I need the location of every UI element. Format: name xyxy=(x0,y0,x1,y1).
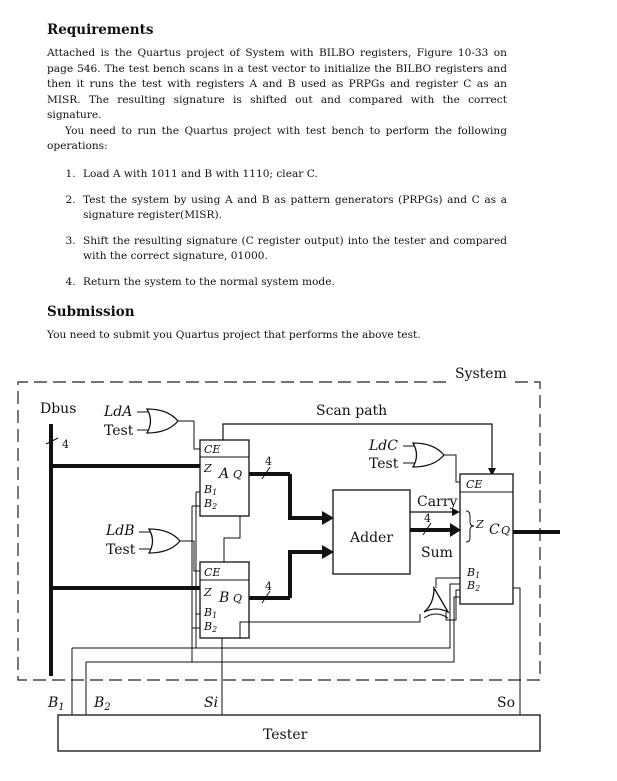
scan-path-line xyxy=(222,423,493,472)
or-gate-c xyxy=(411,442,445,468)
register-c xyxy=(459,473,514,605)
sum-label: Sum xyxy=(421,545,453,561)
tester-block xyxy=(57,714,541,752)
submission-text: You need to submit you Quartus project t… xyxy=(47,328,421,341)
requirements-heading: Requirements xyxy=(47,22,154,38)
reg-b-b2-sub: 2 xyxy=(211,625,217,634)
lda-label: LdA xyxy=(103,404,132,420)
svg-text:B2: B2 xyxy=(466,579,480,593)
reg-a-b2-sub: 2 xyxy=(211,502,217,511)
dbus-label: Dbus xyxy=(40,401,76,417)
reg-b-b1: B xyxy=(203,606,212,619)
adder-label: Adder xyxy=(349,530,393,546)
or-gate-a xyxy=(145,408,179,434)
reg-a-b1-sub: 1 xyxy=(212,488,217,497)
b2-label-sub: 2 xyxy=(103,702,110,713)
requirements-paragraph-2: You need to run the Quartus project with… xyxy=(47,124,507,153)
operation-item: Test the system by using A and B as patt… xyxy=(79,193,507,223)
b-width: 4 xyxy=(265,580,272,593)
scan-path-label: Scan path xyxy=(316,403,387,419)
carry-label: Carry xyxy=(417,494,457,510)
reg-b-b1-sub: 1 xyxy=(212,611,217,620)
arrow-sum xyxy=(450,523,461,537)
b1-label-sub: 1 xyxy=(58,702,64,713)
reg-c-b1-sub: 1 xyxy=(475,571,480,580)
operation-item: Shift the resulting signature (C registe… xyxy=(79,234,507,264)
svg-text:B2: B2 xyxy=(203,497,217,511)
tester-label: Tester xyxy=(263,727,308,743)
operations-list: Load A with 1011 and B with 1110; clear … xyxy=(47,167,507,290)
xor-gate xyxy=(423,585,450,614)
system-boundary xyxy=(17,381,541,681)
svg-text:B1: B1 xyxy=(466,566,480,580)
reg-b-name: B xyxy=(218,590,229,606)
reg-a-q: Q xyxy=(233,468,242,481)
svg-text:B1: B1 xyxy=(47,695,65,713)
system-label: System xyxy=(455,366,507,382)
b1-label: B xyxy=(47,695,58,711)
reg-b-ce: CE xyxy=(204,566,220,579)
test-label-b: Test xyxy=(106,542,136,558)
si-label: Si xyxy=(204,695,218,711)
operation-item: Return the system to the normal system m… xyxy=(79,275,507,290)
adder-block xyxy=(332,489,411,575)
submission-heading: Submission xyxy=(47,303,135,320)
svg-text:B1: B1 xyxy=(203,606,217,620)
or-gate-b xyxy=(147,528,181,554)
dbus-width: 4 xyxy=(62,438,69,451)
reg-a-b1: B xyxy=(203,483,212,496)
requirements-paragraph-1: Attached is the Quartus project of Syste… xyxy=(47,47,507,121)
reg-a-ce: CE xyxy=(204,443,220,456)
reg-b-z: Z xyxy=(203,586,212,599)
so-label: So xyxy=(497,695,515,711)
arrow-a-adder xyxy=(322,511,334,525)
svg-text:B2: B2 xyxy=(93,695,111,713)
reg-a-z: Z xyxy=(203,462,212,475)
a-width: 4 xyxy=(265,455,272,468)
svg-text:B1: B1 xyxy=(203,483,217,497)
sum-width: 4 xyxy=(424,512,431,525)
reg-c-b2-sub: 2 xyxy=(474,584,480,593)
reg-c-q: Q xyxy=(501,524,510,537)
register-a xyxy=(199,439,250,517)
arrow-b-adder xyxy=(322,545,334,559)
test-label-a: Test xyxy=(104,423,134,439)
reg-a-name: A xyxy=(217,466,229,482)
reg-c-b1: B xyxy=(466,566,475,579)
bilbo-system-diagram: System Dbus 4 LdA Test CE Z A Q B1 B2 4 … xyxy=(17,366,560,752)
document-text: Requirements Attached is the Quartus pro… xyxy=(47,22,507,343)
test-label-c: Test xyxy=(369,456,399,472)
reg-c-b2: B xyxy=(466,579,475,592)
b2-label: B xyxy=(93,695,104,711)
reg-b-b2: B xyxy=(203,620,212,633)
operation-item: Load A with 1011 and B with 1110; clear … xyxy=(79,167,507,182)
svg-text:B2: B2 xyxy=(203,620,217,634)
ldc-label: LdC xyxy=(368,438,398,454)
reg-a-b2: B xyxy=(203,497,212,510)
reg-c-name: C xyxy=(489,522,500,538)
reg-c-ce: CE xyxy=(466,478,482,491)
ldb-label: LdB xyxy=(105,523,135,539)
reg-c-z: Z xyxy=(475,518,484,531)
reg-b-q: Q xyxy=(233,592,242,605)
